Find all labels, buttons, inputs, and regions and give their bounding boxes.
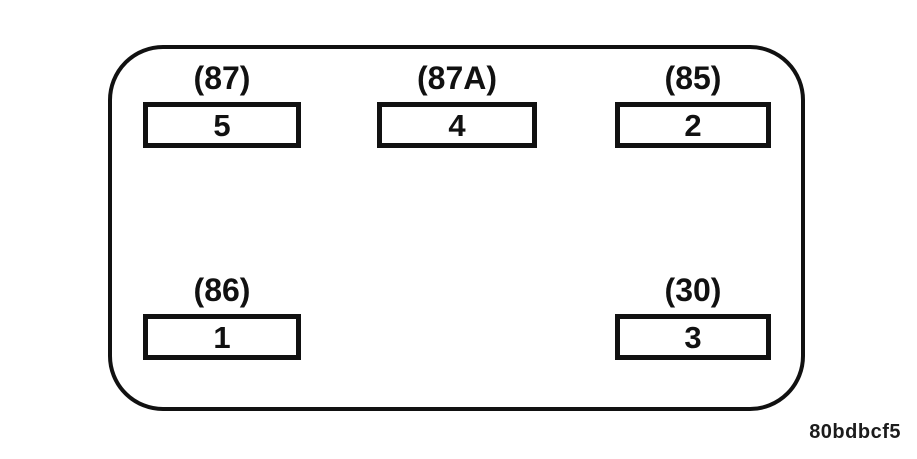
terminal-85-label: (85) [664, 60, 722, 96]
terminal-87-label: (87) [193, 60, 251, 96]
terminal-86: (86) 1 [143, 269, 301, 360]
terminal-87a-label: (87A) [416, 60, 497, 96]
terminal-85-pin-number: 2 [684, 107, 702, 143]
terminal-87-pin-number: 5 [213, 107, 231, 143]
terminal-87a: (87A) 4 [377, 57, 537, 148]
terminal-87: (87) 5 [143, 57, 301, 148]
terminal-30-label: (30) [664, 272, 722, 308]
terminal-85: (85) 2 [615, 57, 771, 148]
terminal-87a-pin-number: 4 [448, 107, 466, 143]
terminal-86-pin-box: 1 [143, 314, 301, 360]
terminal-85-pin-box: 2 [615, 102, 771, 148]
terminal-87a-pin-box: 4 [377, 102, 537, 148]
terminal-30: (30) 3 [615, 269, 771, 360]
terminal-86-label: (86) [193, 272, 251, 308]
figure-code: 80bdbcf5 [809, 421, 901, 443]
terminal-30-pin-box: 3 [615, 314, 771, 360]
terminal-30-pin-number: 3 [684, 319, 702, 355]
terminal-86-pin-number: 1 [213, 319, 231, 355]
terminal-87-pin-box: 5 [143, 102, 301, 148]
